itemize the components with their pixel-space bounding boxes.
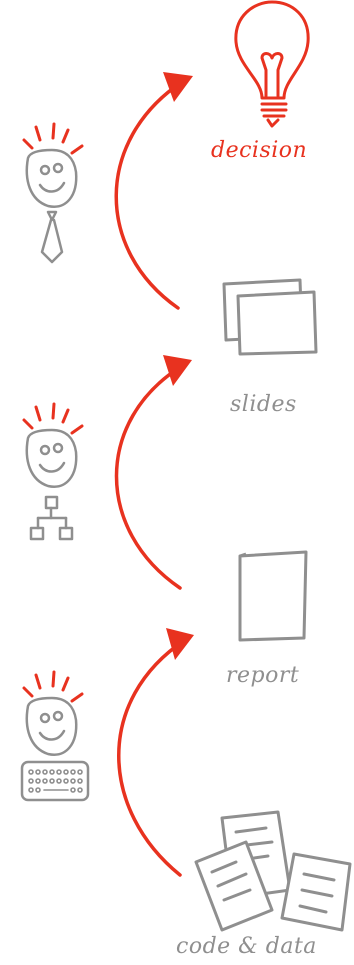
report-page-icon [240,552,306,640]
person-with-keyboard-icon [22,672,88,800]
person-with-org-chart-icon [24,404,82,539]
label-code-and-data: code & data [176,934,317,959]
arrowhead-icon [163,72,193,102]
arrow-data-to-report [119,640,185,875]
lightbulb-icon [236,2,308,126]
label-report: report [226,663,299,688]
documents-stack-icon [196,812,350,930]
arrow-report-to-slides [116,366,182,588]
label-slides: slides [230,392,297,417]
arrowhead-icon [166,628,194,660]
arrow-slides-to-decision [116,82,182,308]
person-with-tie-icon [24,124,82,262]
label-decision: decision [211,138,307,163]
arrowhead-icon [163,355,192,386]
slides-icon [224,280,316,354]
